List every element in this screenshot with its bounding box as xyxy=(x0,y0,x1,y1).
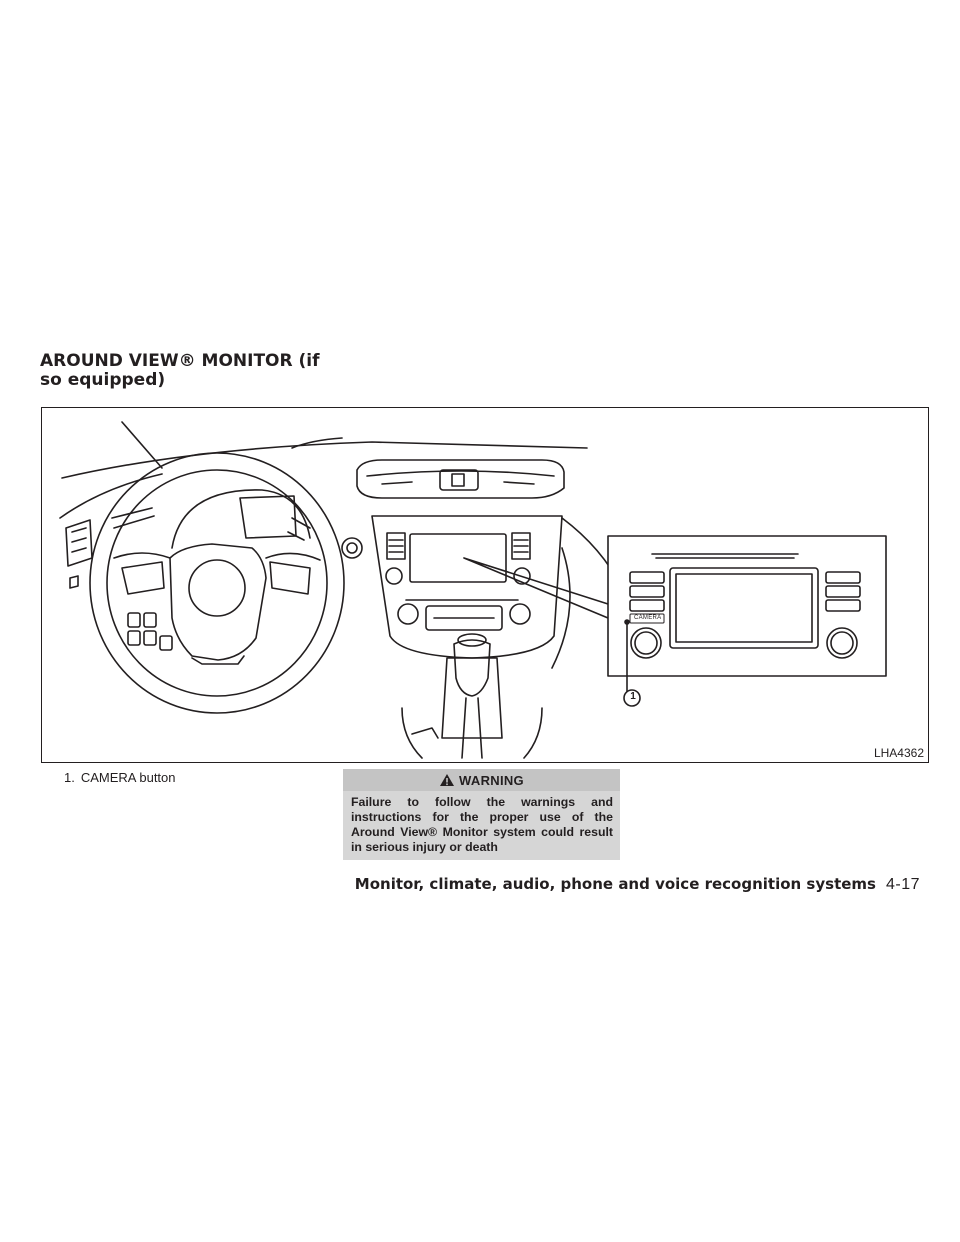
left-vent xyxy=(65,519,93,567)
warning-text: Failure to follow the warnings and instr… xyxy=(351,795,613,854)
warning-triangle-icon xyxy=(440,774,455,786)
section-title: AROUND VIEW® MONITOR (if so equipped) xyxy=(40,351,320,390)
control-panel-inset xyxy=(607,535,887,707)
figure-code: LHA4362 xyxy=(873,746,924,760)
caption-number: 1. xyxy=(64,770,75,785)
steering-wheel xyxy=(89,452,345,714)
center-stack xyxy=(371,515,563,659)
caption-text: CAMERA button xyxy=(80,770,176,785)
instrument-cluster xyxy=(171,489,311,549)
page-footer: Monitor, climate, audio, phone and voice… xyxy=(355,875,920,894)
callout-marker xyxy=(623,689,641,707)
figure-caption: 1. CAMERA button xyxy=(64,770,176,785)
gear-shifter xyxy=(401,633,543,759)
warning-header: WARNING xyxy=(343,769,620,791)
center-vent xyxy=(356,459,565,499)
page-number: 4-17 xyxy=(885,876,920,893)
callout-number: 1 xyxy=(630,691,636,702)
camera-button-label: CAMERA xyxy=(634,615,662,621)
warning-title: WARNING xyxy=(459,772,524,788)
dashboard-illustration: CAMERA 1 LHA4362 xyxy=(41,407,929,763)
chapter-title: Monitor, climate, audio, phone and voice… xyxy=(354,875,876,893)
warning-box: WARNING Failure to follow the warnings a… xyxy=(343,769,620,860)
callout-leader xyxy=(463,557,609,619)
